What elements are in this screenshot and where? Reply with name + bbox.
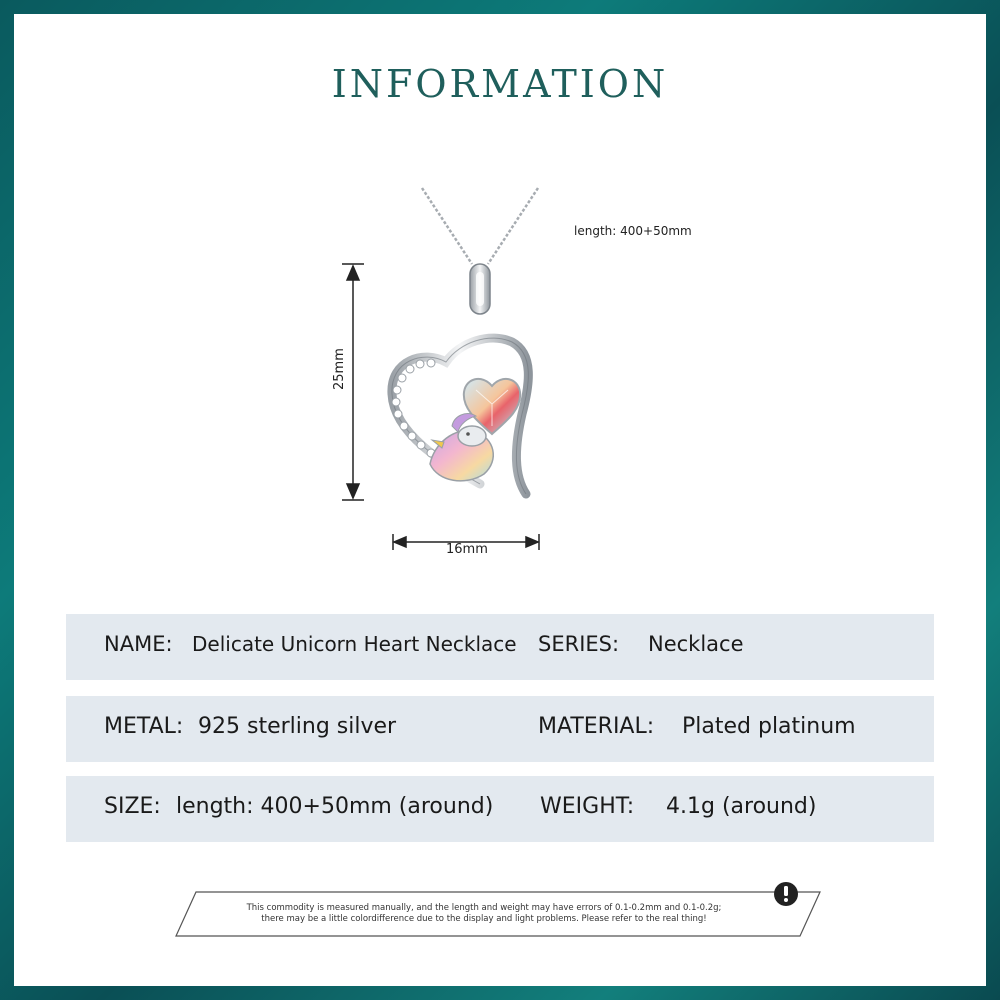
- metal-label: METAL:: [104, 714, 184, 739]
- series-value: Necklace: [648, 632, 744, 656]
- series-label: SERIES:: [538, 632, 620, 656]
- width-dimension: [392, 534, 540, 550]
- info-card: INFORMATION: [14, 14, 986, 986]
- metal-value: 925 sterling silver: [198, 714, 397, 739]
- name-value: Delicate Unicorn Heart Necklace: [192, 632, 517, 656]
- measurement-notice: This commodity is measured manually, and…: [174, 882, 822, 937]
- weight-value: 4.1g (around): [666, 794, 817, 819]
- material-label: MATERIAL:: [538, 714, 655, 739]
- height-label: 25mm: [332, 348, 347, 390]
- unicorn-charm: [429, 413, 494, 482]
- chain-length-label: length: 400+50mm: [574, 224, 692, 238]
- necklace-illustration: [342, 187, 540, 550]
- material-value: Plated platinum: [682, 714, 856, 739]
- exclamation-icon: [774, 882, 798, 906]
- pave-stones: [391, 358, 436, 458]
- spec-row-metal: METAL: 925 sterling silver MATERIAL: Pla…: [66, 696, 934, 762]
- spec-row-size: SIZE: length: 400+50mm (around) WEIGHT: …: [66, 776, 934, 842]
- name-label: NAME:: [104, 632, 173, 656]
- size-value: length: 400+50mm (around): [176, 794, 494, 819]
- page-title: INFORMATION: [331, 62, 669, 106]
- size-label: SIZE:: [104, 794, 161, 819]
- notice-line-2: there may be a little colordifference du…: [261, 914, 707, 924]
- notice-frame: [175, 882, 821, 937]
- width-label: 16mm: [446, 542, 488, 557]
- notice-line-1: This commodity is measured manually, and…: [246, 903, 722, 913]
- weight-label: WEIGHT:: [540, 794, 635, 819]
- notice-text: This commodity is measured manually, and…: [204, 903, 764, 925]
- height-dimension: [342, 263, 364, 501]
- chain: [420, 187, 540, 265]
- spec-row-name: NAME: Delicate Unicorn Heart Necklace SE…: [66, 614, 934, 680]
